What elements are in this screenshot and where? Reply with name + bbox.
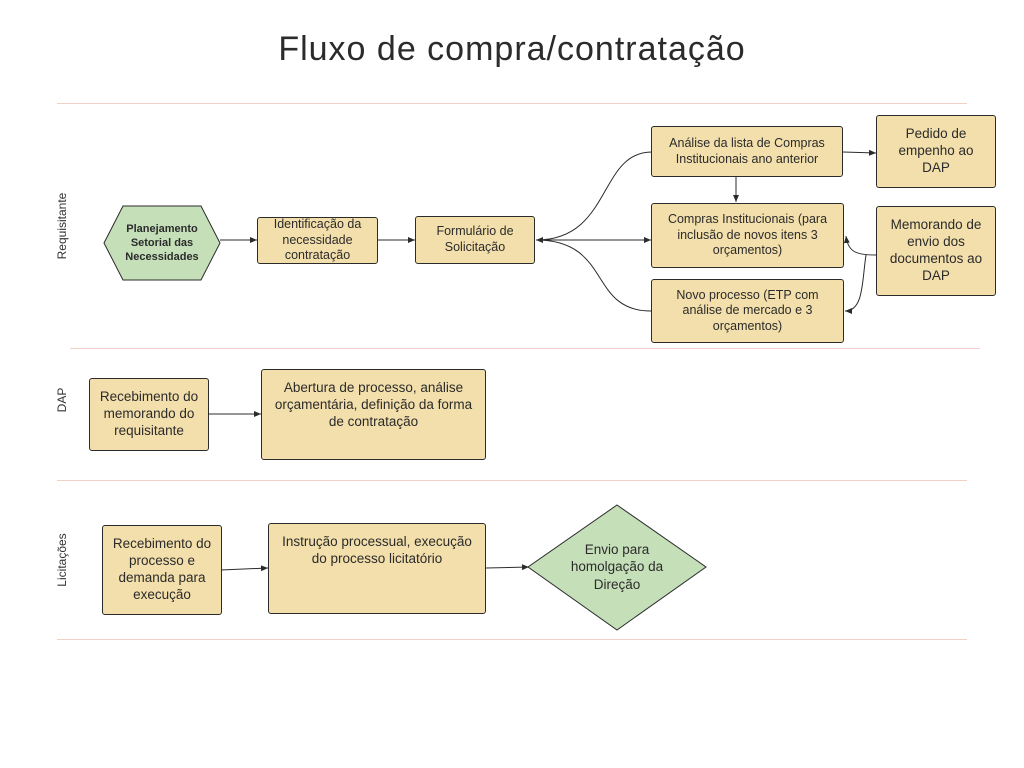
- node-compras-institucionais: Compras Institucionais (para inclusão de…: [651, 203, 844, 268]
- lane-divider-requisitante-dap: [70, 348, 980, 349]
- node-abertura-processo: Abertura de processo, análise orçamentár…: [261, 369, 486, 460]
- node-envio-homologacao: Envio para homolgação da Direção: [570, 541, 664, 592]
- node-analise-lista: Análise da lista de Compras Instituciona…: [651, 126, 843, 177]
- node-instrucao-processual: Instrução processual, execução do proces…: [268, 523, 486, 614]
- node-recebimento-processo: Recebimento do processo e demanda para e…: [102, 525, 222, 615]
- node-planejamento: Planejamento Setorial das Necessidades: [125, 222, 199, 264]
- arrow-analise-pedido: [842, 149, 877, 156]
- node-novo-processo: Novo processo (ETP com análise de mercad…: [651, 279, 844, 343]
- arrow-formulario-analise: [535, 151, 653, 241]
- diagram-title: Fluxo de compra/contratação: [278, 30, 746, 68]
- arrow-memorando-novo: [844, 254, 867, 314]
- lane-divider-bottom: [57, 639, 967, 640]
- start-hexagon-shape: [103, 205, 221, 281]
- decision-diamond-shape: [527, 504, 707, 631]
- arrow-formulario-novo: [535, 239, 652, 312]
- lane-divider-dap-licitacoes: [57, 480, 967, 481]
- arrow-memorando-compras: [843, 235, 877, 256]
- arrow-instrucao-envio: [485, 564, 530, 571]
- node-formulario: Formulário de Solicitação: [415, 216, 535, 264]
- node-pedido-empenho: Pedido de empenho ao DAP: [876, 115, 996, 188]
- node-identificacao: Identificação da necessidade contratação: [257, 217, 378, 264]
- node-recebimento-memorando: Recebimento do memorando do requisitante: [89, 378, 209, 451]
- node-memorando-envio: Memorando de envio dos documentos ao DAP: [876, 206, 996, 296]
- arrow-recebimento-instrucao: [220, 565, 269, 572]
- lane-divider-top: [57, 103, 967, 104]
